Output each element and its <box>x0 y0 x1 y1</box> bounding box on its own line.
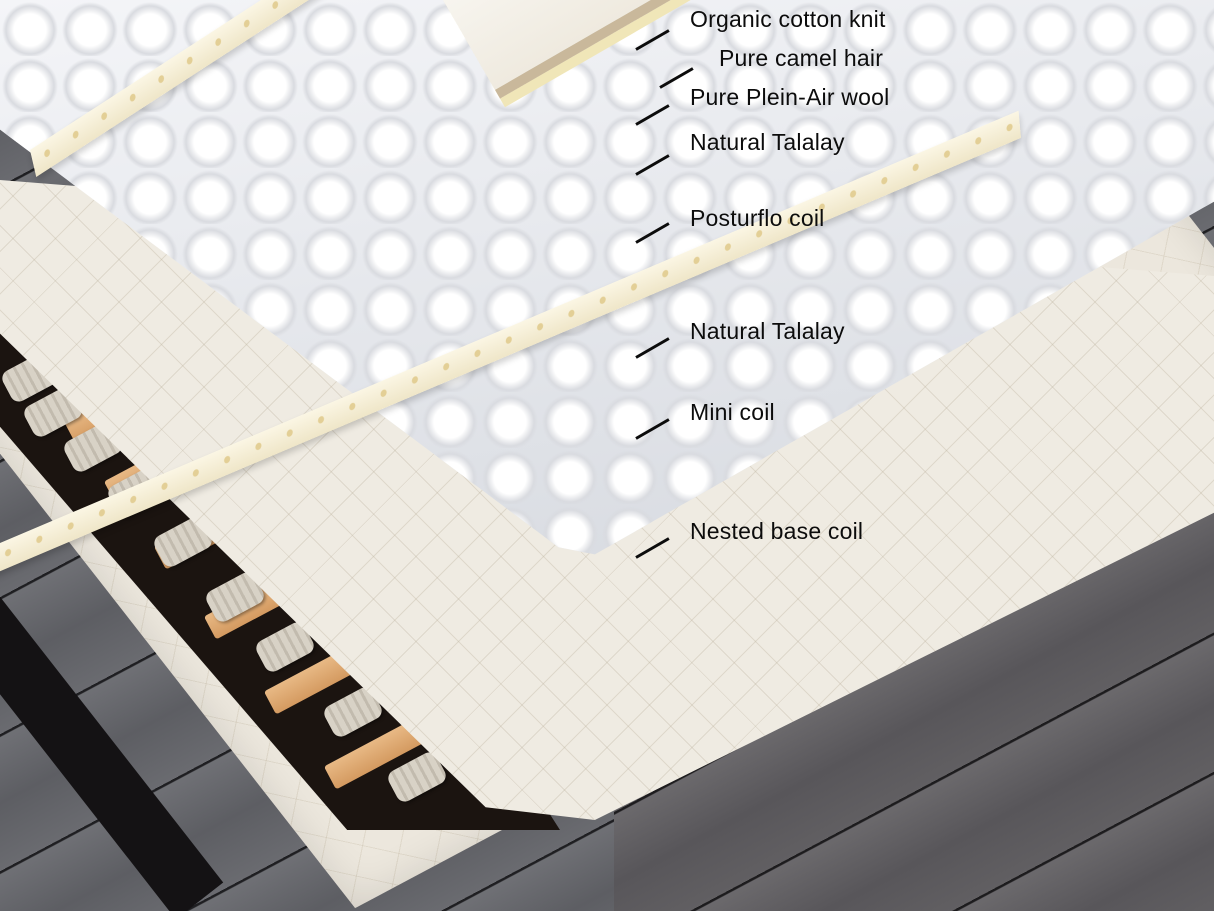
label-natural-talalay-upper: Natural Talalay <box>690 129 845 155</box>
label-nested-base-coil: Nested base coil <box>690 518 864 544</box>
label-mini-coil: Mini coil <box>690 399 775 425</box>
label-pure-plein-air-wool: Pure Plein-Air wool <box>690 84 890 110</box>
label-natural-talalay-lower: Natural Talalay <box>690 318 845 344</box>
label-pure-camel-hair: Pure camel hair <box>719 45 884 71</box>
label-posturflo-coil: Posturflo coil <box>690 205 825 231</box>
label-organic-cotton-knit: Organic cotton knit <box>690 6 886 32</box>
